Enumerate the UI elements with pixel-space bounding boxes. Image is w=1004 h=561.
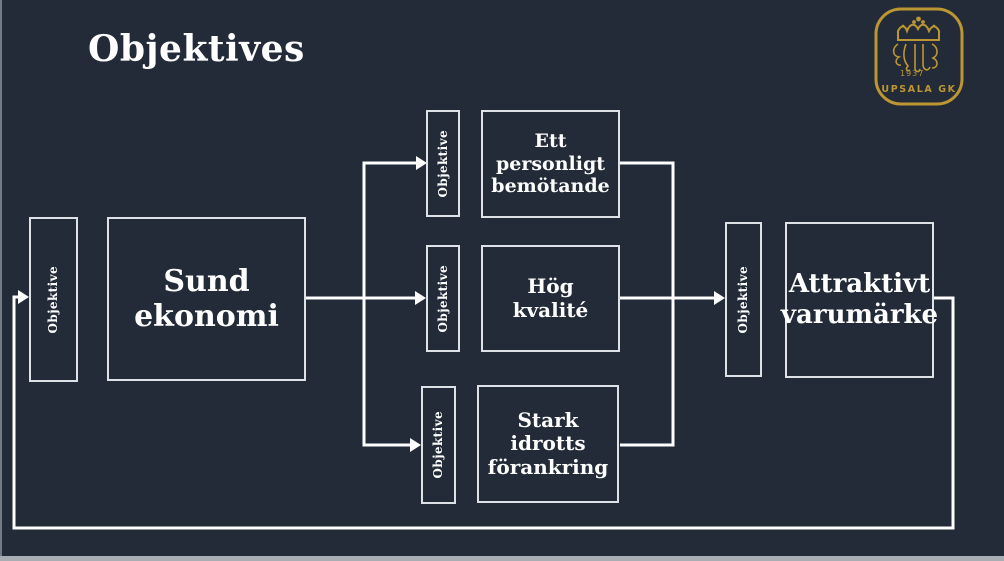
connector-source-to-bottom: [362, 298, 411, 447]
objective-tag-mid: Objektive: [426, 245, 460, 352]
objective-tag-left: Objektive: [29, 217, 78, 382]
objective-tag-bottom: Objektive: [421, 386, 456, 504]
arrowhead-mid: [415, 291, 426, 305]
connector-merge-trunk: [620, 161, 675, 447]
connector-source-to-top: [362, 161, 416, 298]
node-label: Stark idrotts förankring: [487, 407, 609, 479]
objective-tag-label: Objektive: [435, 129, 450, 198]
objective-tag-right: Objektive: [725, 222, 762, 377]
canvas-bottom-edge: [0, 556, 1004, 561]
arrowhead-target: [714, 291, 725, 305]
objective-tag-label: Objektive: [736, 265, 751, 334]
logo-club-name: UPSALA GK: [881, 84, 956, 95]
window-left-edge: [0, 0, 2, 561]
objective-tag-top: Objektive: [426, 110, 460, 217]
node-label: Hög kvalité: [512, 273, 589, 322]
crown-icon: [897, 16, 940, 41]
arrowhead-bottom: [410, 438, 421, 452]
node-hog-kvalite: Hög kvalité: [481, 245, 620, 352]
node-label: Sund ekonomi: [134, 263, 279, 334]
page-title: Objektives: [88, 28, 305, 70]
node-label: Attraktivt varumärke: [780, 269, 939, 330]
node-sund-ekonomi: Sund ekonomi: [107, 217, 306, 381]
logo-border: [874, 7, 964, 106]
node-personligt-bemotande: Ett personligt bemötande: [481, 110, 620, 218]
arrowhead-loop: [18, 290, 29, 304]
objective-tag-label: Objektive: [46, 265, 61, 334]
node-label: Ett personligt bemötande: [491, 130, 610, 198]
node-attraktivt-varumarke: Attraktivt varumärke: [781, 222, 938, 378]
upsala-gk-logo: 1937 UPSALA GK: [874, 7, 964, 106]
node-stark-idrotts-forankring: Stark idrotts förankring: [477, 385, 619, 503]
club-monogram: [892, 43, 938, 73]
objective-tag-label: Objektive: [431, 411, 446, 479]
objective-tag-label: Objektive: [435, 264, 450, 333]
logo-year: 1937: [900, 69, 924, 78]
